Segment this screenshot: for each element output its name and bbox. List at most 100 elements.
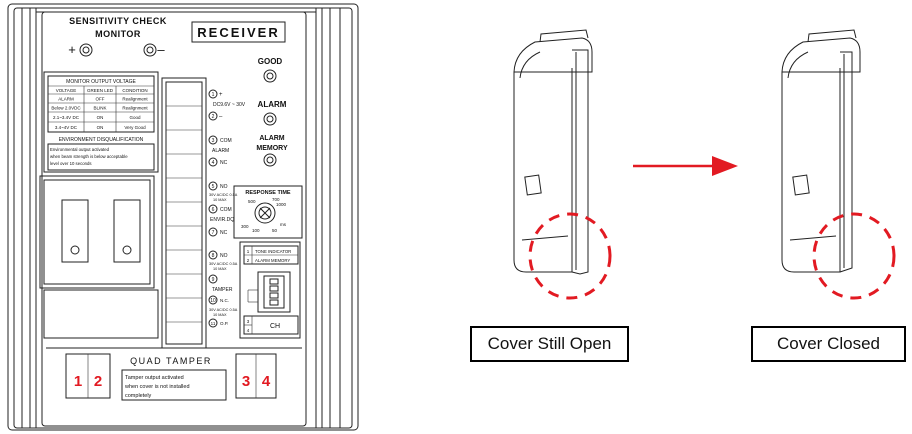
terminal-plus: + — [219, 92, 223, 98]
terminal-6-marker — [208, 204, 218, 214]
sensor-screw-left — [70, 245, 80, 255]
caption-cover-closed: Cover Closed — [751, 326, 906, 362]
table-cell: Below 2.0VDC — [51, 106, 81, 111]
transition-arrow — [633, 156, 738, 176]
response-50: 50 — [272, 228, 278, 233]
channel-label: CH — [270, 323, 280, 330]
monitor-plus-jack-inner — [82, 46, 90, 54]
monitor-table-rows: ALARM OFF Realignment Below 2.0VDC BLINK… — [51, 97, 148, 131]
terminal-5-marker — [208, 181, 218, 191]
response-700: 700 — [272, 197, 280, 202]
detector-seam-closed — [789, 235, 837, 241]
dip-switch-1[interactable] — [269, 278, 279, 285]
table-cell: Realignment — [122, 106, 148, 111]
rating-6: 10 MAX — [213, 313, 227, 317]
options-frame — [239, 241, 301, 339]
terminal-minus: – — [219, 114, 223, 120]
env-com: COM — [220, 207, 232, 213]
table-cell: 2.1~3.4V DC — [53, 115, 80, 120]
detector-contour-closed — [787, 51, 809, 79]
table-cell: ON — [97, 125, 104, 130]
detector-seam — [521, 235, 569, 241]
alarm-led — [263, 112, 277, 126]
tamper-number-2: 2 — [94, 373, 102, 390]
env-nc: NC — [220, 230, 228, 236]
alarm-com: COM — [220, 138, 232, 144]
rating-2: 10 MAX — [213, 198, 227, 202]
tamper-op: O.P. — [220, 321, 228, 326]
optical-block-inner — [43, 179, 151, 285]
left-rail — [21, 8, 37, 428]
terminal-labels: 1 + DC9.6V ~ 30V 2 – 3 COM ALARM 4 NC 5 … — [208, 89, 246, 328]
alarm-group-label: ALARM — [212, 148, 229, 154]
dip-switch-2[interactable] — [269, 285, 279, 292]
receiver-title: RECEIVER — [197, 25, 279, 40]
tamper-text-3: completely — [125, 393, 152, 399]
circuit-board — [41, 11, 307, 427]
table-cell: Very Good — [124, 125, 146, 130]
alarm-memory-label-2: MEMORY — [256, 145, 288, 152]
terminal-6-num: 6 — [212, 207, 215, 213]
response-title: RESPONSE TIME — [245, 190, 291, 196]
sensor-screw-right — [122, 245, 132, 255]
plus-label: + — [68, 42, 76, 57]
alarm-memory-led — [263, 153, 277, 167]
terminal-10-num: 10 — [210, 298, 216, 304]
env-text-3: level over 10 seconds — [50, 161, 92, 166]
alarm-memory-label-1: ALARM — [259, 135, 284, 142]
highlight-circle-open — [528, 212, 612, 300]
quad-tamper-title: QUAD TAMPER — [130, 356, 212, 366]
env-text-1: Environmental output activated — [50, 147, 110, 152]
open-cover — [571, 49, 589, 275]
power-label: DC9.6V ~ 30V — [213, 102, 246, 108]
response-500: 500 — [248, 199, 256, 204]
receiver-housing — [7, 3, 359, 431]
detector-cover-closed — [781, 29, 896, 300]
dip-switch-4[interactable] — [269, 299, 279, 306]
caption-cover-open: Cover Still Open — [470, 326, 629, 362]
header-green-led: GREEN LED — [87, 88, 114, 93]
tamper-number-3: 3 — [242, 373, 250, 390]
table-cell: Realignment — [122, 97, 148, 102]
detector-contour — [519, 51, 541, 79]
terminal-7-marker — [208, 227, 218, 237]
alarm-nc: NC — [220, 160, 228, 166]
terminal-1-num: 1 — [212, 92, 215, 98]
header-condition: CONDITION — [122, 88, 147, 93]
closed-cover — [839, 51, 853, 273]
env-title: ENVIRONMENT DISQUALIFICATION — [59, 137, 144, 143]
optical-block — [39, 175, 159, 339]
monitor-table-title: MONITOR OUTPUT VOLTAGE — [66, 79, 136, 85]
monitor-label: MONITOR — [95, 29, 141, 39]
info-panel — [43, 71, 159, 173]
terminal-strip-frame — [161, 77, 207, 349]
env-text-2: when beam strength is below acceptable — [50, 154, 128, 159]
tamper-text-2: when cover is not installed — [124, 384, 190, 390]
highlight-circle-closed — [812, 212, 896, 300]
response-dial-inner — [258, 206, 272, 220]
table-cell: OFF — [96, 97, 105, 102]
rating-4: 10 MAX — [213, 267, 227, 271]
arrow-head — [712, 156, 738, 176]
tamper-label: TAMPER — [212, 287, 233, 293]
response-time-frame — [233, 185, 303, 239]
monitor-minus-jack — [143, 43, 157, 57]
sensitivity-label: SENSITIVITY CHECK — [69, 16, 167, 26]
dip-switch[interactable] — [257, 271, 291, 313]
terminal-11-marker — [208, 318, 218, 328]
terminal-strip — [161, 77, 207, 349]
terminal-4-num: 4 — [212, 160, 215, 166]
detector-window-closed — [792, 174, 810, 196]
terminal-9-marker — [208, 274, 218, 284]
terminal-10-marker — [208, 295, 218, 305]
dip-switch-3[interactable] — [269, 292, 279, 299]
detector-body — [513, 68, 573, 273]
good-label: GOOD — [258, 57, 283, 66]
terminal-8-num: 8 — [212, 253, 215, 259]
dial-slot-b — [259, 207, 271, 219]
option-1-num: 1 — [247, 249, 250, 254]
response-time-section: RESPONSE TIME 500 700 1000 300 100 50 ms — [233, 185, 303, 239]
terminal-9-num: 9 — [212, 277, 215, 283]
option-alarm-memory: ALARM MEMORY — [255, 258, 290, 263]
